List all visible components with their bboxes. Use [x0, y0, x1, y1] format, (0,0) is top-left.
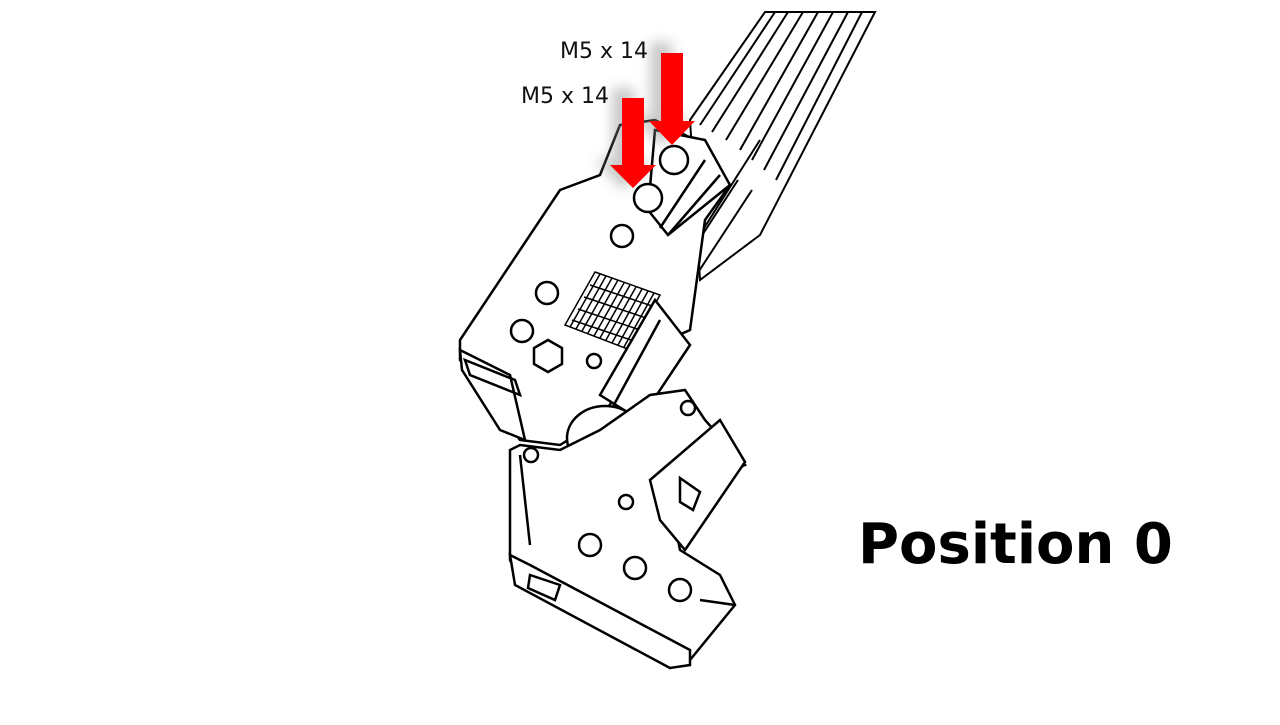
screw-label-upper: M5 x 14 [560, 39, 648, 64]
screw-label-lower: M5 x 14 [521, 84, 609, 109]
lower-plate [508, 388, 748, 670]
screw-holes [509, 144, 690, 374]
arrow-lower [610, 98, 656, 188]
position-title: Position 0 [858, 512, 1173, 577]
arrow-upper [649, 53, 695, 145]
